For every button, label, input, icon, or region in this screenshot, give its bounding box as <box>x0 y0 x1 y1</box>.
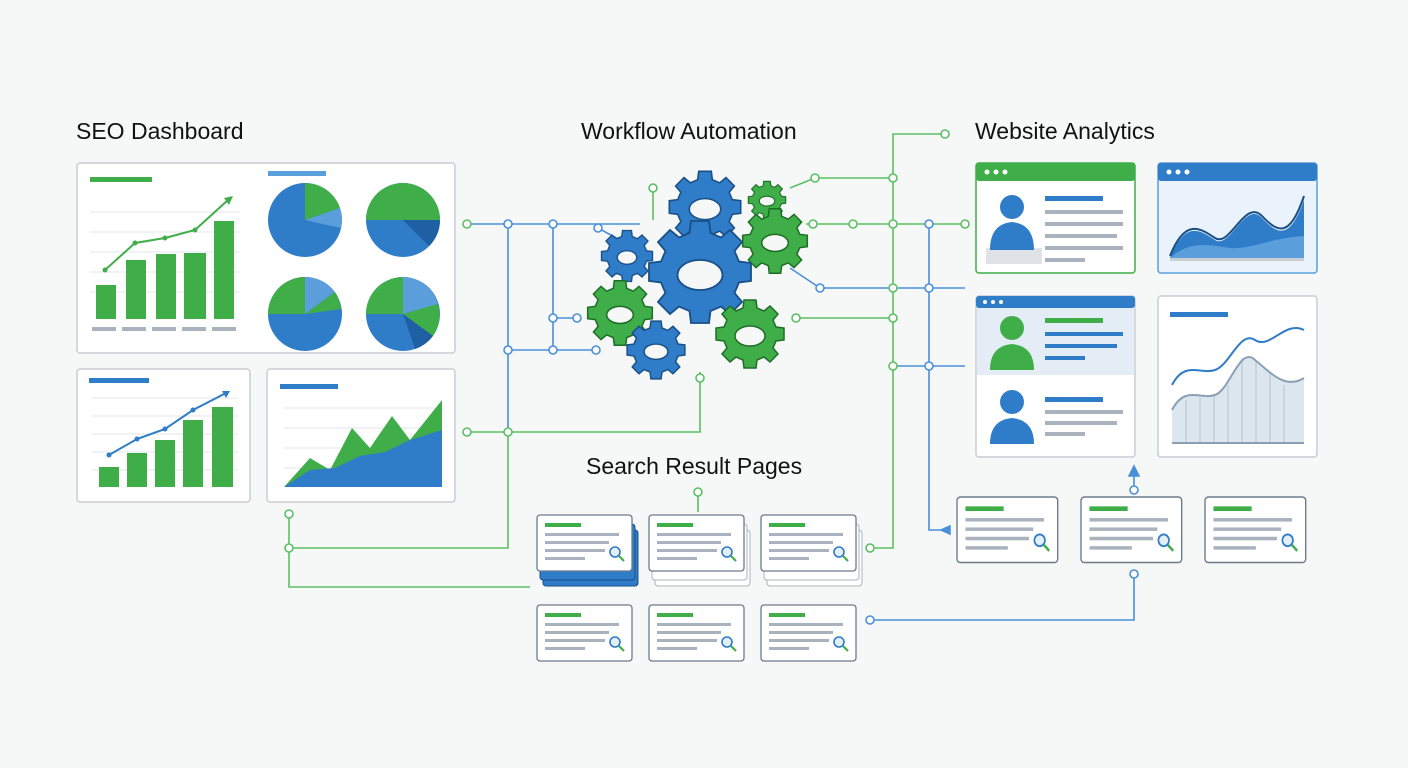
gear-icon <box>715 299 785 369</box>
seo-pie-charts <box>268 183 440 351</box>
website-analytics-title: Website Analytics <box>975 118 1155 144</box>
search-result-card <box>535 603 634 663</box>
browser-window-icon <box>1157 162 1318 274</box>
analytics-line-chart <box>1157 295 1318 458</box>
seo-dashboard-title: SEO Dashboard <box>76 118 244 144</box>
gear-icon <box>626 320 686 380</box>
search-result-card <box>1079 495 1183 564</box>
person-icon <box>990 390 1034 444</box>
gear-icon <box>600 229 654 283</box>
gear-icon <box>668 170 742 244</box>
gear-icon <box>741 207 809 275</box>
gear-icon <box>586 279 654 347</box>
search-result-card <box>759 603 858 663</box>
search-result-stack <box>647 513 751 587</box>
seo-dashboard <box>76 162 456 503</box>
search-result-card <box>647 603 746 663</box>
gear-icon <box>648 220 752 324</box>
search-result-stack <box>535 513 639 587</box>
search-result-pages-title: Search Result Pages <box>586 453 803 479</box>
connector-lines <box>288 133 1141 621</box>
search-result-card <box>1203 495 1307 564</box>
person-icon <box>990 316 1034 370</box>
search-result-stack <box>759 513 863 587</box>
search-result-pages <box>535 495 1307 663</box>
seo-bar-chart-main <box>90 177 240 331</box>
browser-window-icon <box>975 295 1136 458</box>
workflow-gears <box>586 170 809 380</box>
website-analytics <box>975 162 1318 458</box>
person-icon <box>990 195 1034 250</box>
connector-nodes <box>284 129 1139 625</box>
workflow-automation-title: Workflow Automation <box>581 118 797 144</box>
browser-window-icon <box>975 162 1136 274</box>
seo-area-chart <box>266 368 456 503</box>
gear-icon <box>747 180 787 220</box>
seo-bar-chart-small <box>76 368 251 503</box>
search-result-card <box>955 495 1059 564</box>
